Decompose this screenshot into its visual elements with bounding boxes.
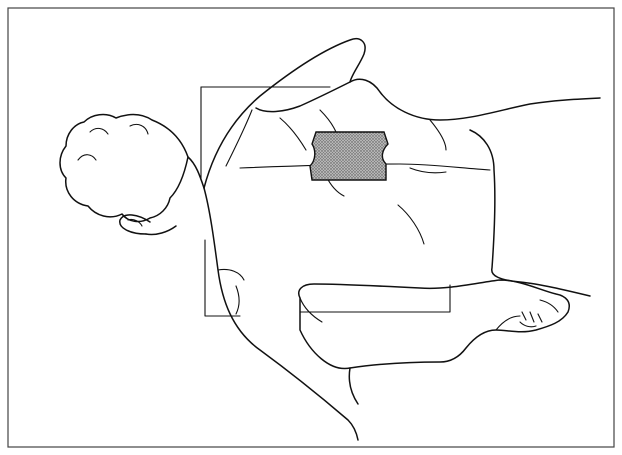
- figure-border: [8, 8, 614, 447]
- shaded-pad: [310, 132, 388, 180]
